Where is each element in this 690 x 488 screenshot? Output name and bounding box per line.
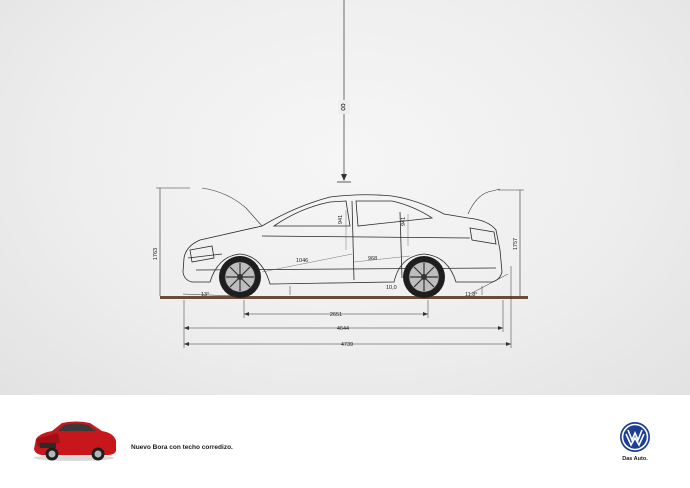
infinity-bg (338, 100, 350, 114)
wheelbase-dimension (243, 300, 429, 318)
rear-seat-length-label: 968 (368, 256, 377, 262)
wheelbase-label: 2651 (330, 312, 342, 318)
front-headroom-label: 941 (338, 215, 344, 224)
ground-clearance-label: 10,0 (386, 285, 397, 291)
interior-length-label: 1046 (296, 258, 308, 264)
departure-angle-label: 11,8° (465, 292, 478, 298)
rear-headroom-label: 941 (401, 217, 407, 226)
rear-wheel (403, 256, 445, 298)
roof-clearance-arrow (341, 174, 347, 181)
ground-line (160, 296, 528, 299)
rear-height-label: 1757 (513, 238, 519, 250)
trunk-open-outline (467, 188, 501, 215)
hood-open-outline (201, 187, 263, 227)
footer: Nuevo Bora con techo corredizo. Das Auto… (0, 395, 690, 488)
interior-dimensions (261, 210, 411, 285)
tagline: Nuevo Bora con techo corredizo. (131, 444, 233, 451)
car-blueprint: ∞ 1763 1757 (153, 0, 528, 348)
front-wheel (219, 256, 261, 298)
red-car-thumbnail (34, 421, 116, 461)
approach-angle-line (182, 293, 237, 297)
body-length-dimension (183, 300, 504, 348)
infinity-symbol: ∞ (337, 103, 349, 111)
approach-angle-label: 13° (201, 292, 209, 298)
departure-angle-line (469, 273, 509, 295)
front-height-label: 1763 (153, 248, 159, 260)
slogan: Das Auto. (622, 456, 648, 462)
blueprint-panel: ∞ 1763 1757 (0, 0, 690, 395)
car-side-outline (182, 194, 503, 285)
overall-length-dimension (184, 266, 512, 348)
overall-length-label: 4739 (341, 342, 353, 348)
vw-logo-icon (620, 422, 650, 452)
body-length-label: 4644 (337, 326, 349, 332)
